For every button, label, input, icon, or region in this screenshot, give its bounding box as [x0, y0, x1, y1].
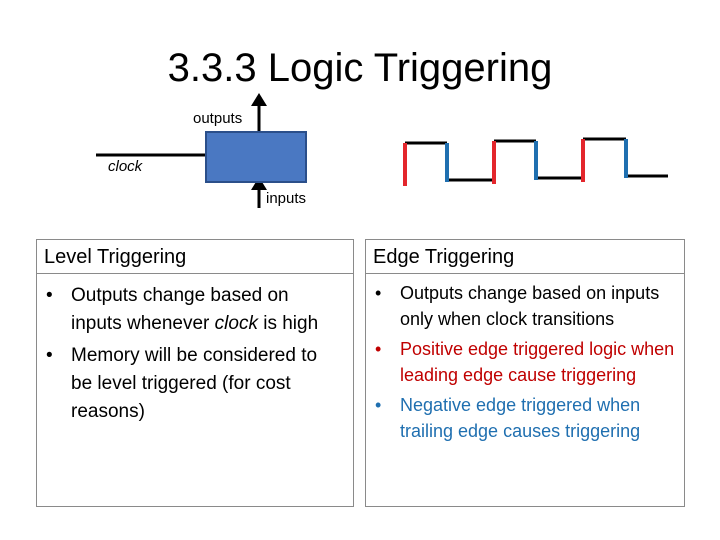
slide-title: 3.3.3 Logic Triggering: [167, 46, 553, 90]
clock-label: clock: [108, 158, 143, 175]
level-triggering-body: Outputs change based on inputs whenever …: [37, 274, 353, 426]
edge-triggering-header: Edge Triggering: [366, 240, 684, 274]
clock-waveform: [403, 137, 668, 186]
edge-triggering-panel: Edge Triggering Outputs change based on …: [365, 239, 685, 507]
edge-triggering-list: Outputs change based on inputs only when…: [375, 280, 676, 444]
logic-block-diagram: [96, 93, 668, 208]
level-triggering-list: Outputs change based on inputs whenever …: [46, 282, 343, 426]
edge-bullet-1: Outputs change based on inputs only when…: [375, 280, 676, 332]
level-bullet-1-text-b: is high: [257, 313, 319, 334]
edge-triggering-body: Outputs change based on inputs only when…: [366, 274, 684, 444]
inputs-arrowhead: [251, 177, 267, 190]
outputs-arrowhead: [251, 93, 267, 106]
logic-block: [205, 131, 307, 183]
outputs-label: outputs: [193, 110, 243, 127]
level-bullet-1-clock-word: clock: [214, 313, 258, 334]
level-bullet-1-text-a: Outputs change based on inputs whenever: [71, 285, 289, 334]
edge-bullet-2: Positive edge triggered logic when leadi…: [375, 336, 676, 388]
level-triggering-panel: Level Triggering Outputs change based on…: [36, 239, 354, 507]
edge-bullet-3: Negative edge triggered when trailing ed…: [375, 392, 676, 444]
level-bullet-2: Memory will be considered to be level tr…: [46, 342, 343, 426]
level-bullet-1: Outputs change based on inputs whenever …: [46, 282, 343, 338]
level-triggering-header: Level Triggering: [37, 240, 353, 274]
inputs-label: inputs: [266, 190, 307, 207]
